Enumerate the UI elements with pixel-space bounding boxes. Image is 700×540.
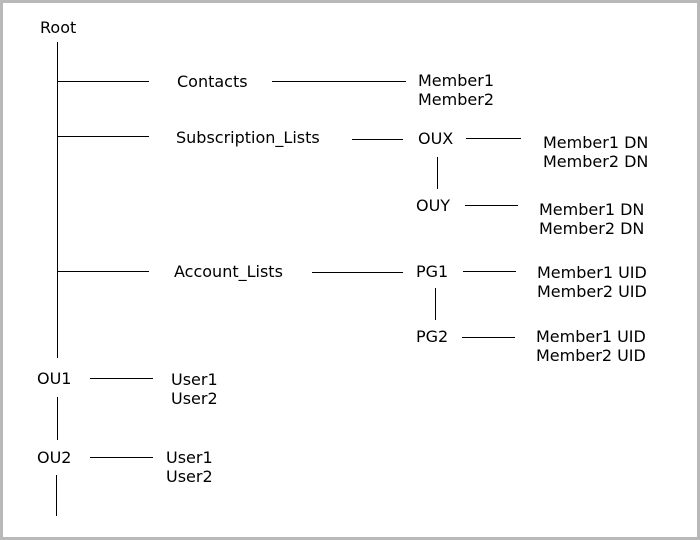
subscription-lists-node-label: Subscription_Lists bbox=[176, 128, 320, 147]
ouy-members: Member1 DN Member2 DN bbox=[539, 200, 644, 238]
pg2-node-label: PG2 bbox=[416, 327, 449, 346]
pg1-node-label: PG1 bbox=[416, 262, 449, 281]
ou1-user-2: User2 bbox=[171, 389, 218, 408]
oux-member-2: Member2 DN bbox=[543, 152, 649, 171]
ou2-user-2: User2 bbox=[166, 467, 213, 486]
oux-members: Member1 DN Member2 DN bbox=[543, 133, 648, 171]
ou1-users: User1 User2 bbox=[171, 370, 218, 408]
root-node-label: Root bbox=[40, 18, 77, 37]
ou2-node-label: OU2 bbox=[37, 448, 72, 467]
pg2-members: Member1 UID Member2 UID bbox=[536, 327, 646, 365]
pg2-member-1: Member1 UID bbox=[536, 327, 646, 346]
ouy-node-label: OUY bbox=[416, 196, 451, 215]
pg1-member-2: Member2 UID bbox=[537, 282, 647, 301]
ouy-member-2: Member2 DN bbox=[539, 219, 645, 238]
ouy-member-1: Member1 DN bbox=[539, 200, 645, 219]
ou1-node-label: OU1 bbox=[37, 369, 72, 388]
pg1-members: Member1 UID Member2 UID bbox=[537, 263, 647, 301]
pg2-member-2: Member2 UID bbox=[536, 346, 646, 365]
contacts-node-label: Contacts bbox=[177, 72, 248, 91]
oux-node-label: OUX bbox=[418, 129, 454, 148]
account-lists-node-label: Account_Lists bbox=[174, 262, 283, 281]
ou2-users: User1 User2 bbox=[166, 448, 213, 486]
ou2-user-1: User1 bbox=[166, 448, 213, 467]
pg1-member-1: Member1 UID bbox=[537, 263, 647, 282]
contacts-member-1: Member1 bbox=[418, 71, 494, 90]
ou1-user-1: User1 bbox=[171, 370, 218, 389]
contacts-member-2: Member2 bbox=[418, 90, 494, 109]
oux-member-1: Member1 DN bbox=[543, 133, 649, 152]
contacts-members: Member1 Member2 bbox=[418, 71, 494, 109]
